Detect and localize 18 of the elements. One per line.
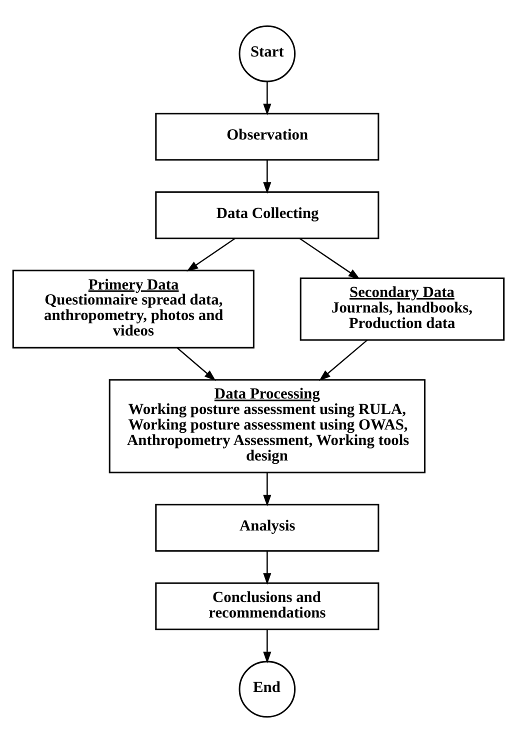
node-box: Primery Data Questionnaire spread data, anthropometry, photos and videos <box>12 269 254 348</box>
node-circle: End <box>238 660 296 718</box>
node-circle: Start <box>238 24 296 82</box>
arrow <box>318 339 368 380</box>
arrow <box>263 160 272 194</box>
node-box: Observation <box>155 112 380 160</box>
node-box: Conclusions and recommendations <box>155 582 380 630</box>
arrow <box>186 237 236 272</box>
node-box: Secondary Data Journals, handbooks, Production data <box>300 276 505 340</box>
arrow <box>263 629 272 663</box>
arrow <box>263 81 272 115</box>
node-box: Analysis <box>155 503 380 552</box>
arrow <box>263 550 272 584</box>
arrow <box>176 346 216 380</box>
arrow <box>299 237 360 279</box>
node-box: Data Collecting <box>155 190 380 239</box>
node-box: Data Processing Working posture assessment using RULA, Working posture assessment using OWAS, Anthropometry Assessment, Working tools design <box>108 378 426 473</box>
arrow <box>263 472 272 506</box>
